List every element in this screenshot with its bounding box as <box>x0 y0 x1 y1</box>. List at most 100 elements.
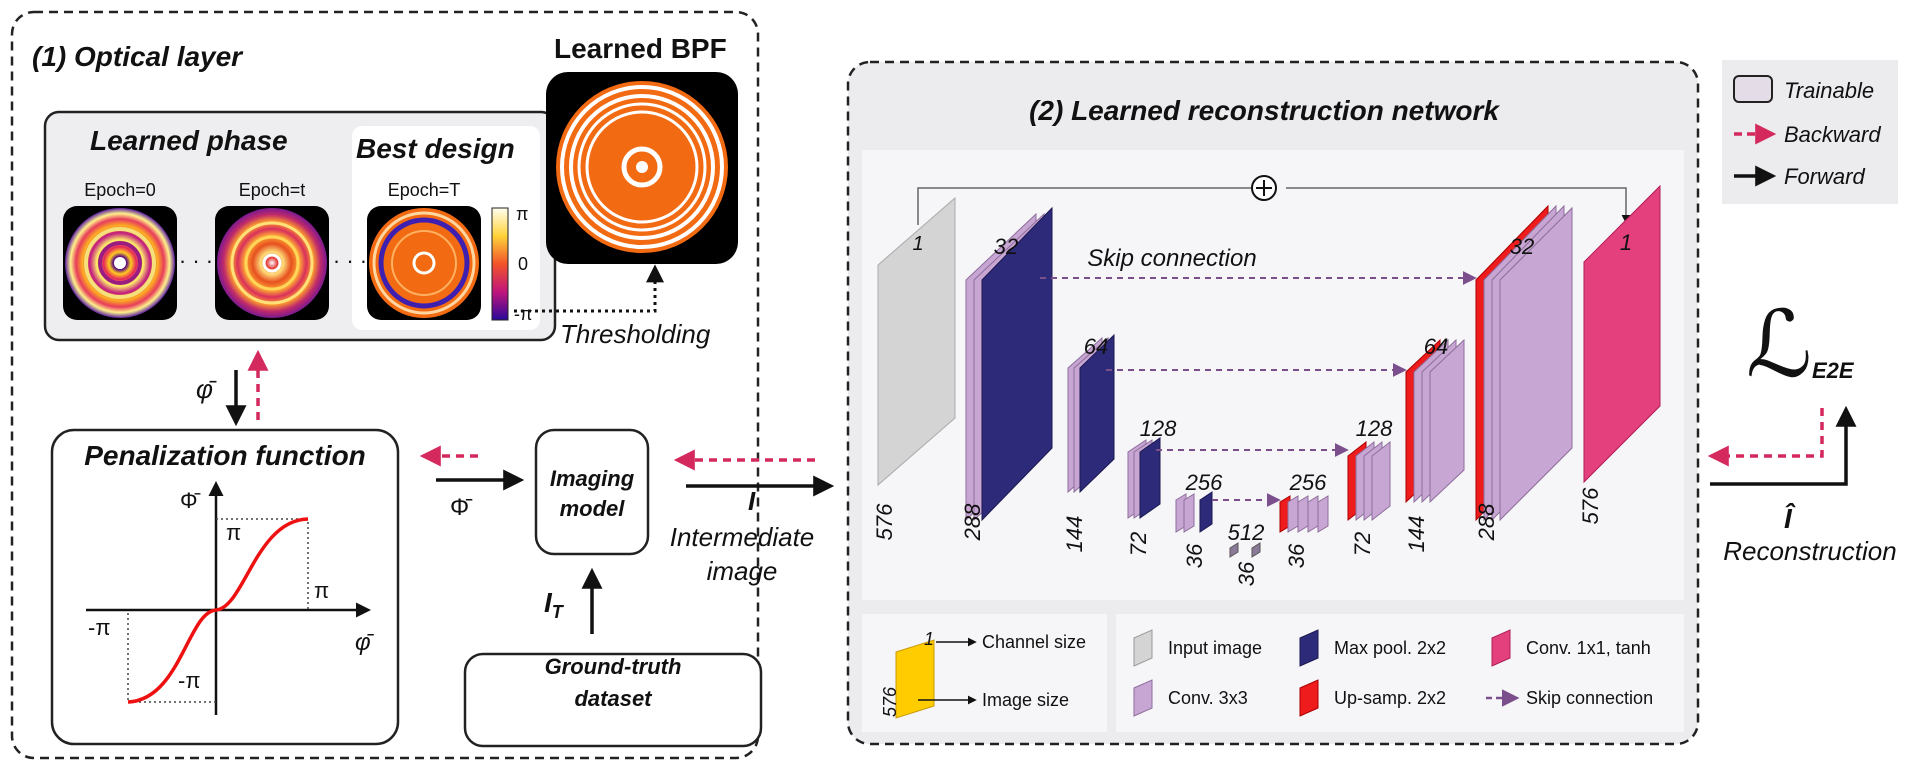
block-dec2-conv-c <box>1429 338 1465 504</box>
forward-arrow-reconstruction <box>1710 405 1857 486</box>
plot-tick-pi-y: π <box>226 520 241 545</box>
legend-layer-panel <box>1116 614 1684 732</box>
size-label-dec3: 72 <box>1350 532 1375 556</box>
block-dec1-conv-c <box>1499 206 1573 522</box>
channel-label-output: 1 <box>1620 230 1632 255</box>
block-dec4-conv-d <box>1317 495 1329 533</box>
size-label-output: 576 <box>1578 487 1603 524</box>
learned-phase-title: Learned phase <box>90 125 288 156</box>
legend-image-size-label: Image size <box>982 690 1069 710</box>
size-label-enc3: 72 <box>1126 532 1151 556</box>
channel-label-enc1: 32 <box>994 234 1018 259</box>
block-input <box>877 196 956 487</box>
size-label-enc2: 144 <box>1062 516 1087 553</box>
optical-layer-title: (1) Optical layer <box>32 41 244 72</box>
legend-upsamp-label: Up-samp. 2x2 <box>1334 688 1446 708</box>
skip-connection-label: Skip connection <box>1087 245 1256 272</box>
epoch-t-label: Epoch=t <box>239 180 306 200</box>
penalization-plot <box>86 481 371 715</box>
ground-truth-line2: dataset <box>574 686 653 711</box>
channel-label-input: 1 <box>912 233 923 255</box>
block-enc4-pool <box>1199 491 1213 533</box>
block-dec4-conv-c <box>1307 495 1319 533</box>
legend-trainable-label: Trainable <box>1784 78 1874 103</box>
legend-final-swatch <box>1491 629 1511 667</box>
loss-symbol: ℒ <box>1746 294 1812 396</box>
legend-backward-label: Backward <box>1784 122 1881 147</box>
thresholding-arrow <box>514 264 664 313</box>
block-enc2-pool <box>1079 333 1115 494</box>
block-enc3-pool <box>1139 437 1161 519</box>
intermediate-image-symbol: I <box>748 486 756 516</box>
legend-input-swatch <box>1133 629 1153 667</box>
reconstruction-symbol: Î <box>1784 503 1796 534</box>
legend-demo-block <box>895 639 935 719</box>
plot-tick-neg-pi-y: -π <box>178 668 201 693</box>
loss-subscript: E2E <box>1812 358 1855 383</box>
block-output <box>1583 184 1661 484</box>
size-label-dec2: 144 <box>1404 516 1429 553</box>
ground-truth-dataset-box <box>463 652 763 748</box>
penalization-title: Penalization function <box>84 440 366 471</box>
best-design-title: Best design <box>356 133 515 164</box>
size-label-input: 576 <box>872 503 897 540</box>
legend-conv-label: Conv. 3x3 <box>1168 688 1248 708</box>
block-dec3-conv-c <box>1371 440 1391 522</box>
phase-mask-epoch-0 <box>63 206 177 320</box>
legend-maxpool-swatch <box>1299 629 1319 667</box>
colorbar-tick-pi: π <box>516 204 528 224</box>
channel-label-enc2: 64 <box>1084 334 1108 359</box>
intermediate-caption-1: Intermediate <box>670 522 815 552</box>
legend-forward-label: Forward <box>1784 164 1865 189</box>
legend-upsamp-swatch <box>1299 679 1319 717</box>
channel-label-dec3: 128 <box>1356 416 1393 441</box>
plot-x-axis-label: φ̄ <box>355 629 375 656</box>
ellipsis-2: · · · <box>333 248 367 273</box>
learned-bpf-image <box>546 72 738 264</box>
penalization-curve <box>127 517 309 704</box>
backward-arrow-loss <box>1707 408 1824 467</box>
channel-label-enc3: 128 <box>1140 416 1177 441</box>
thresholding-label: Thresholding <box>560 319 711 349</box>
reconstruction-caption: Reconstruction <box>1723 536 1896 566</box>
legend-input-label: Input image <box>1168 638 1262 658</box>
phase-mask-epoch-T <box>367 206 481 320</box>
colorbar-tick-neg-pi: -π <box>514 304 532 324</box>
residual-connection <box>917 175 1631 225</box>
phase-mask-epoch-t <box>215 206 329 320</box>
legend-demo-size: 576 <box>880 686 900 717</box>
size-label-enc1: 288 <box>960 503 985 541</box>
network-title: (2) Learned reconstruction network <box>1029 95 1500 126</box>
unet-blocks <box>877 184 1661 558</box>
ground-truth-input-label: IT <box>544 587 565 622</box>
ellipsis-1: · · · <box>179 248 213 273</box>
phase-colorbar <box>491 207 509 321</box>
plot-tick-neg-pi-x: -π <box>88 615 111 640</box>
legend-channel-size-label: Channel size <box>982 632 1086 652</box>
plot-y-axis-label: Φ̄ <box>180 488 201 513</box>
size-label-dec1: 288 <box>1474 503 1499 541</box>
block-enc1-pool <box>981 206 1053 522</box>
phi-bar-label: φ̄ <box>196 374 217 404</box>
legend-trainable-swatch <box>1733 75 1773 103</box>
size-label-dec4: 36 <box>1284 543 1309 568</box>
colorbar-tick-0: 0 <box>518 254 528 274</box>
block-dec4-conv-a <box>1287 495 1299 533</box>
epoch-T-label: Epoch=T <box>388 180 461 200</box>
channel-label-dec2: 64 <box>1424 334 1448 359</box>
imaging-model-box <box>534 428 650 556</box>
legend-conv-swatch <box>1133 679 1153 717</box>
legend-final-label: Conv. 1x1, tanh <box>1526 638 1651 658</box>
legend-skip-label: Skip connection <box>1526 688 1653 708</box>
channel-label-enc4: 256 <box>1185 470 1223 495</box>
Phi-bar-label: Φ̄ <box>450 494 473 521</box>
learned-bpf-title: Learned BPF <box>554 33 727 64</box>
epoch-0-label: Epoch=0 <box>84 180 156 200</box>
channel-label-bottleneck: 512 <box>1228 520 1265 545</box>
intermediate-caption-2: image <box>707 556 778 586</box>
legend-demo-channel: 1 <box>924 629 934 649</box>
legend-maxpool-label: Max pool. 2x2 <box>1334 638 1446 658</box>
channel-label-dec1: 32 <box>1510 234 1534 259</box>
ground-truth-line1: Ground-truth <box>545 654 682 679</box>
